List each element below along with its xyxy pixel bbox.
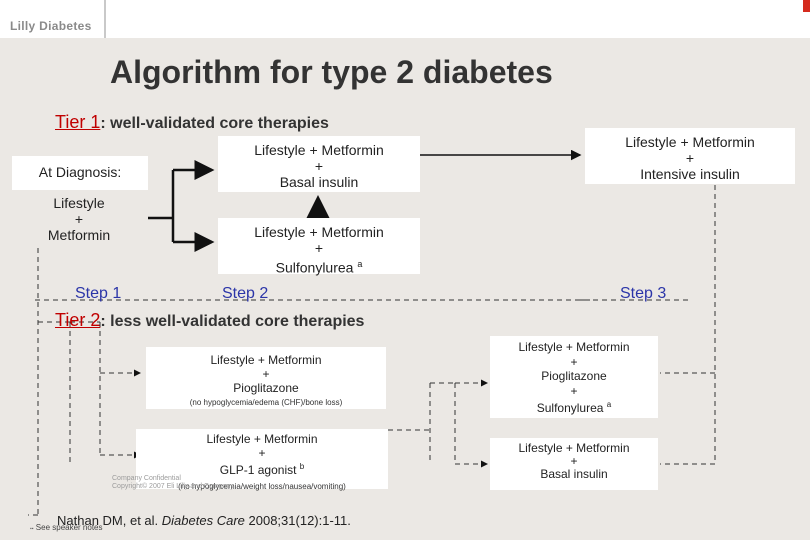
tier2-heading: Tier 2: less well-validated core therapi… bbox=[55, 310, 364, 331]
tier1-heading: Tier 1: well-validated core therapies bbox=[55, 112, 329, 133]
sulfonylurea-line3-row: Sulfonylurea a bbox=[218, 256, 420, 276]
citation-journal: Diabetes Care bbox=[161, 513, 245, 528]
diagnosis-line1: Lifestyle bbox=[53, 195, 105, 211]
basal2-line1: Lifestyle + Metformin bbox=[518, 441, 630, 455]
pioglitazone-sulfonylurea-box: Lifestyle + Metformin + Pioglitazone + S… bbox=[490, 336, 658, 418]
pioglitazone-note: (no hypoglycemia/edema (CHF)/bone loss) bbox=[189, 398, 343, 407]
at-diagnosis-box: At Diagnosis: bbox=[12, 156, 148, 190]
lifestyle-metformin-diagnosis: Lifestyle + Metformin bbox=[24, 195, 134, 243]
pio-su-line2: + bbox=[570, 354, 578, 369]
basal-line2: + bbox=[314, 158, 324, 174]
lilly-diabetes-logo: Lilly Diabetes bbox=[10, 19, 92, 33]
diagnosis-line3: Metformin bbox=[47, 227, 111, 243]
diagnosis-line2: + bbox=[74, 211, 84, 227]
pioglitazone-line1: Lifestyle + Metformin bbox=[210, 353, 322, 367]
sulfonylurea-line3: Sulfonylurea bbox=[275, 259, 354, 276]
tier2-label: Tier 2 bbox=[55, 310, 101, 330]
speaker-notes-label: ▪▪ See speaker notes bbox=[30, 523, 103, 532]
pio-su-footnote-a: a bbox=[606, 400, 612, 409]
step1-label: Step 1 bbox=[75, 285, 122, 302]
tier1-label: Tier 1 bbox=[55, 112, 101, 132]
sulfonylurea-footnote-a: a bbox=[357, 259, 363, 269]
pio-su-line4: + bbox=[570, 383, 578, 398]
basal2-line3: Basal insulin bbox=[540, 467, 608, 481]
tier2-text: : less well-validated core therapies bbox=[100, 313, 365, 330]
top-bar: Lilly Diabetes bbox=[0, 0, 810, 38]
intensive-line3: Intensive insulin bbox=[640, 166, 740, 182]
basal2-line2: + bbox=[570, 454, 578, 468]
basal-line3: Basal insulin bbox=[279, 174, 359, 190]
bullet-icon: ▪▪ bbox=[30, 526, 34, 532]
intensive-line2: + bbox=[685, 150, 695, 166]
at-diagnosis-label: At Diagnosis: bbox=[38, 164, 122, 180]
pio-su-line3: Pioglitazone bbox=[541, 369, 607, 383]
speaker-notes-text: See speaker notes bbox=[35, 523, 103, 532]
tier1-text: : well-validated core therapies bbox=[100, 115, 329, 132]
pio-su-line5: Sulfonylurea bbox=[536, 401, 604, 415]
sulfonylurea-line1: Lifestyle + Metformin bbox=[254, 224, 384, 240]
slide-title: Algorithm for type 2 diabetes bbox=[110, 54, 553, 90]
step2-label: Step 2 bbox=[222, 285, 269, 302]
glp1-box: Lifestyle + Metformin + GLP-1 agonist b … bbox=[136, 429, 388, 491]
basal-line1: Lifestyle + Metformin bbox=[254, 142, 384, 158]
step3-label: Step 3 bbox=[620, 285, 667, 302]
basal-insulin-box: Lifestyle + Metformin + Basal insulin bbox=[218, 136, 420, 192]
glp1-line1: Lifestyle + Metformin bbox=[206, 432, 318, 446]
intensive-insulin-box: Lifestyle + Metformin + Intensive insuli… bbox=[585, 128, 795, 184]
pioglitazone-line3: Pioglitazone bbox=[233, 381, 299, 395]
pio-su-line1: Lifestyle + Metformin bbox=[518, 340, 630, 354]
citation-volume: 2008;31(12):1-11. bbox=[248, 513, 351, 528]
glp1-footnote-b: b bbox=[299, 462, 305, 471]
company-confidential: Company Confidential Copyright© 2007 Eli… bbox=[112, 475, 234, 491]
glp1-line3-row: GLP-1 agonist b bbox=[136, 460, 388, 477]
pio-su-line5-row: Sulfonylurea a bbox=[490, 398, 658, 416]
sulfonylurea-line2: + bbox=[314, 240, 324, 256]
glp1-line2: + bbox=[258, 446, 266, 460]
basal-insulin-tier2-box: Lifestyle + Metformin + Basal insulin bbox=[490, 438, 658, 490]
header-stripes bbox=[803, 0, 810, 12]
glp1-note: (no hypoglycemia/weight loss/nausea/vomi… bbox=[178, 482, 346, 491]
confidential-line2: Copyright© 2007 Eli Lilly and Company bbox=[112, 483, 234, 490]
intensive-line1: Lifestyle + Metformin bbox=[625, 134, 755, 150]
pioglitazone-box: Lifestyle + Metformin + Pioglitazone (no… bbox=[146, 347, 386, 409]
confidential-line1: Company Confidential bbox=[112, 475, 181, 482]
pioglitazone-line2: + bbox=[262, 367, 270, 381]
citation-authors: Nathan DM, et al. bbox=[57, 513, 159, 528]
citation: Nathan DM, et al. Diabetes Care 2008;31(… bbox=[57, 513, 351, 528]
sulfonylurea-box: Lifestyle + Metformin + Sulfonylurea a bbox=[218, 218, 420, 276]
header-divider bbox=[104, 0, 106, 38]
glp1-line3: GLP-1 agonist bbox=[219, 463, 297, 477]
